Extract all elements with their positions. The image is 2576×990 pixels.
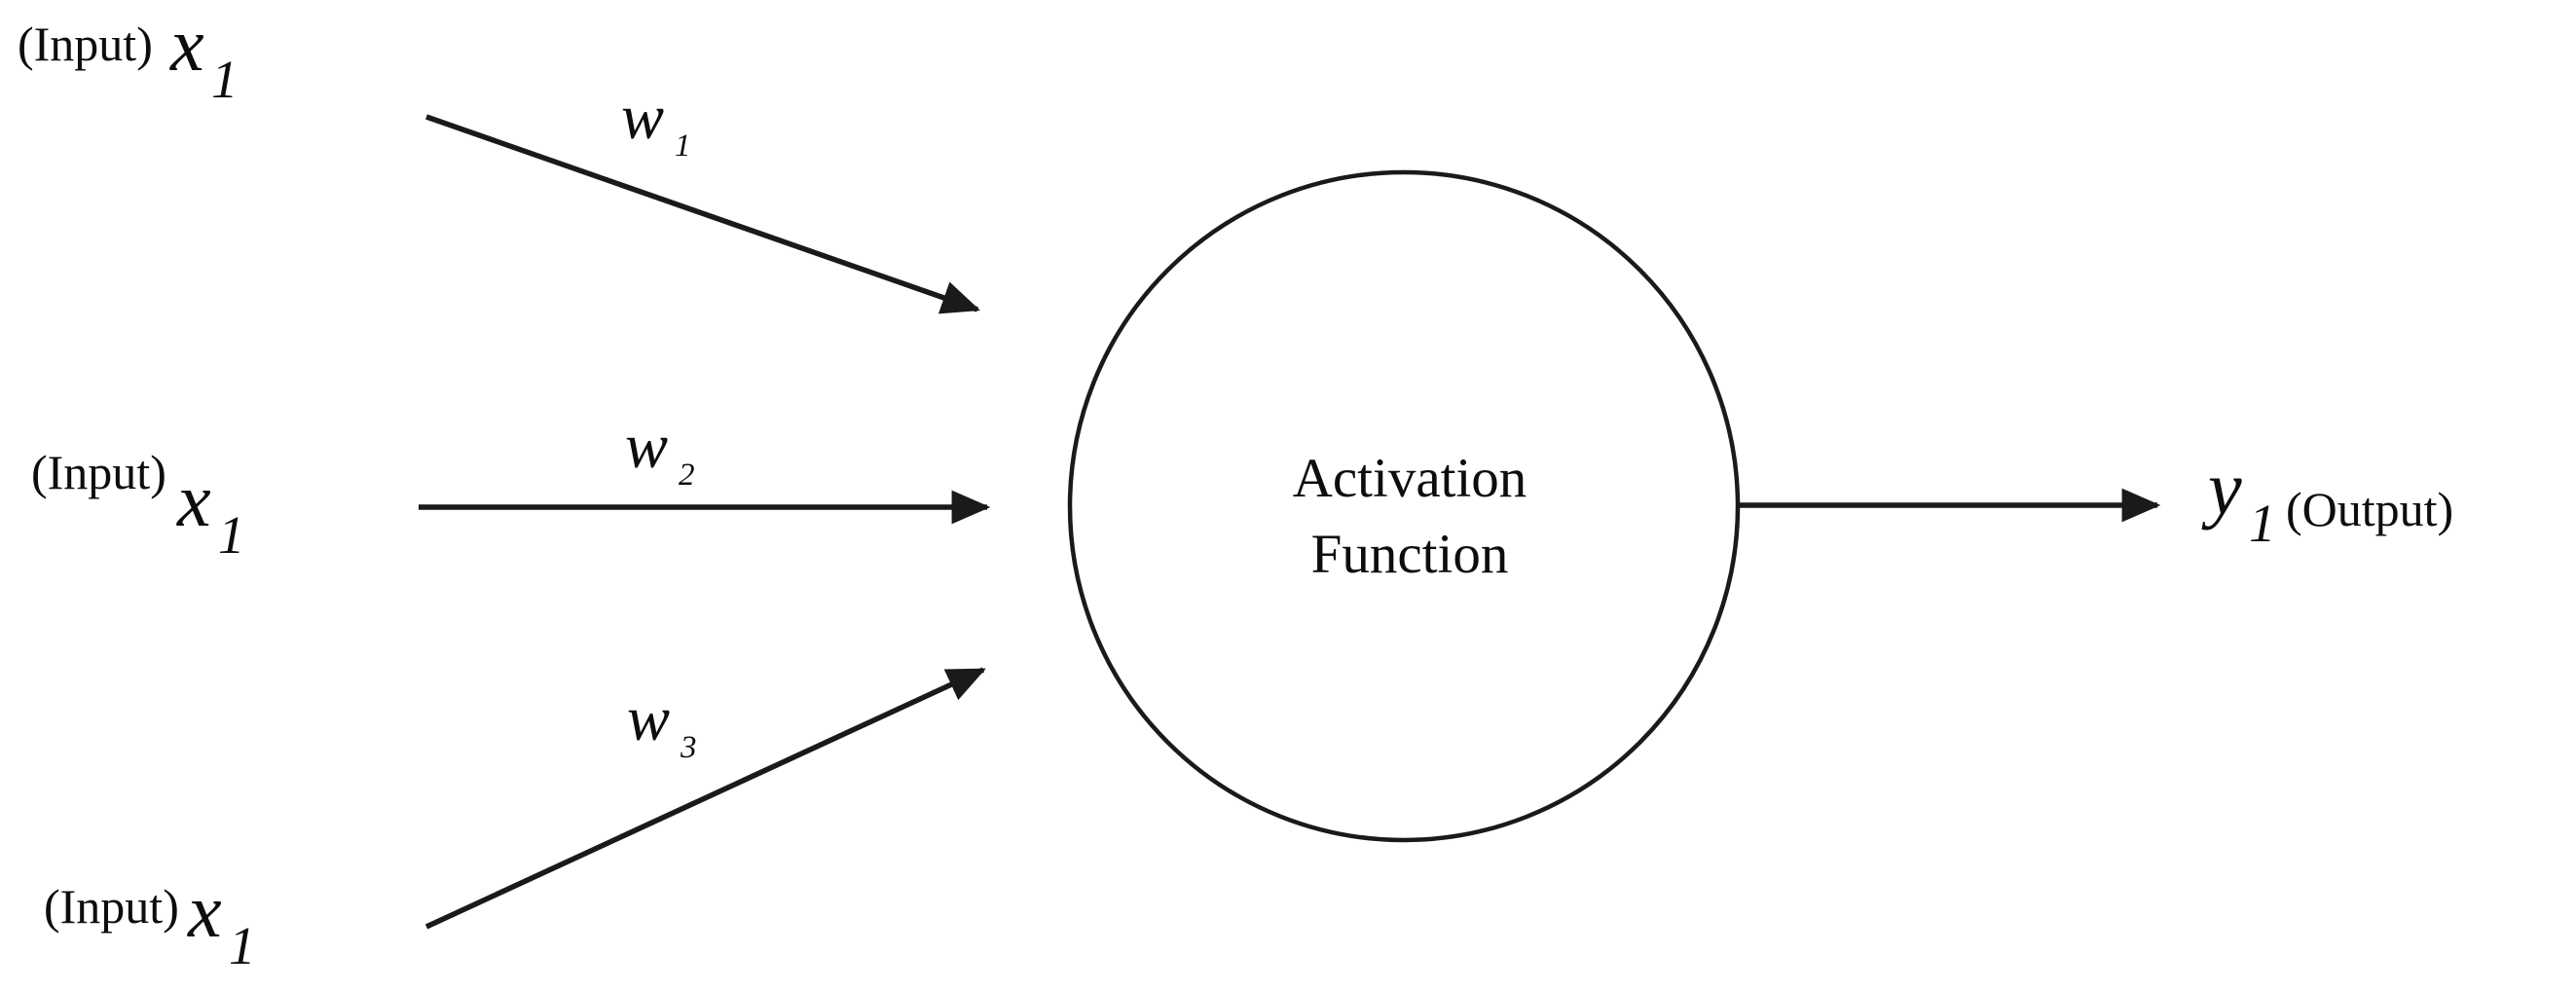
input-1-variable-subscript: 1 xyxy=(211,50,239,109)
output-group: y 1 (Output) xyxy=(2201,446,2453,553)
input-group-2: (Input) x 1 xyxy=(31,445,245,565)
activation-function-label-line1: Activation xyxy=(1293,448,1527,509)
weight-label-3: w 3 xyxy=(627,683,697,765)
weight-label-2: w 2 xyxy=(625,411,695,493)
input-2-variable-subscript: 1 xyxy=(218,505,245,565)
weight-2-variable: w xyxy=(625,411,668,482)
input-2-variable: x xyxy=(176,458,211,542)
input-1-paren-label: (Input) xyxy=(18,17,153,71)
activation-function-label-line2: Function xyxy=(1311,524,1509,585)
input-3-variable-subscript: 1 xyxy=(229,916,256,975)
weight-3-variable: w xyxy=(627,683,670,754)
input-3-paren-label: (Input) xyxy=(44,879,179,934)
weight-1-variable: w xyxy=(621,82,664,153)
input-1-variable: x xyxy=(169,2,204,87)
weight-2-subscript: 2 xyxy=(679,458,695,493)
weight-arrow-1 xyxy=(425,114,980,314)
input-2-paren-label: (Input) xyxy=(31,445,166,499)
input-group-3: (Input) x 1 xyxy=(44,868,256,975)
output-paren-label: (Output) xyxy=(2286,482,2453,536)
weight-label-1: w 1 xyxy=(621,82,691,164)
weight-1-subscript: 1 xyxy=(675,128,691,164)
weight-arrow-3 xyxy=(424,667,986,930)
input-3-variable: x xyxy=(187,868,222,953)
input-group-1: (Input) x 1 xyxy=(18,2,239,109)
output-variable-subscript: 1 xyxy=(2249,494,2276,553)
weight-3-subscript: 3 xyxy=(680,730,697,765)
output-variable: y xyxy=(2201,446,2242,531)
